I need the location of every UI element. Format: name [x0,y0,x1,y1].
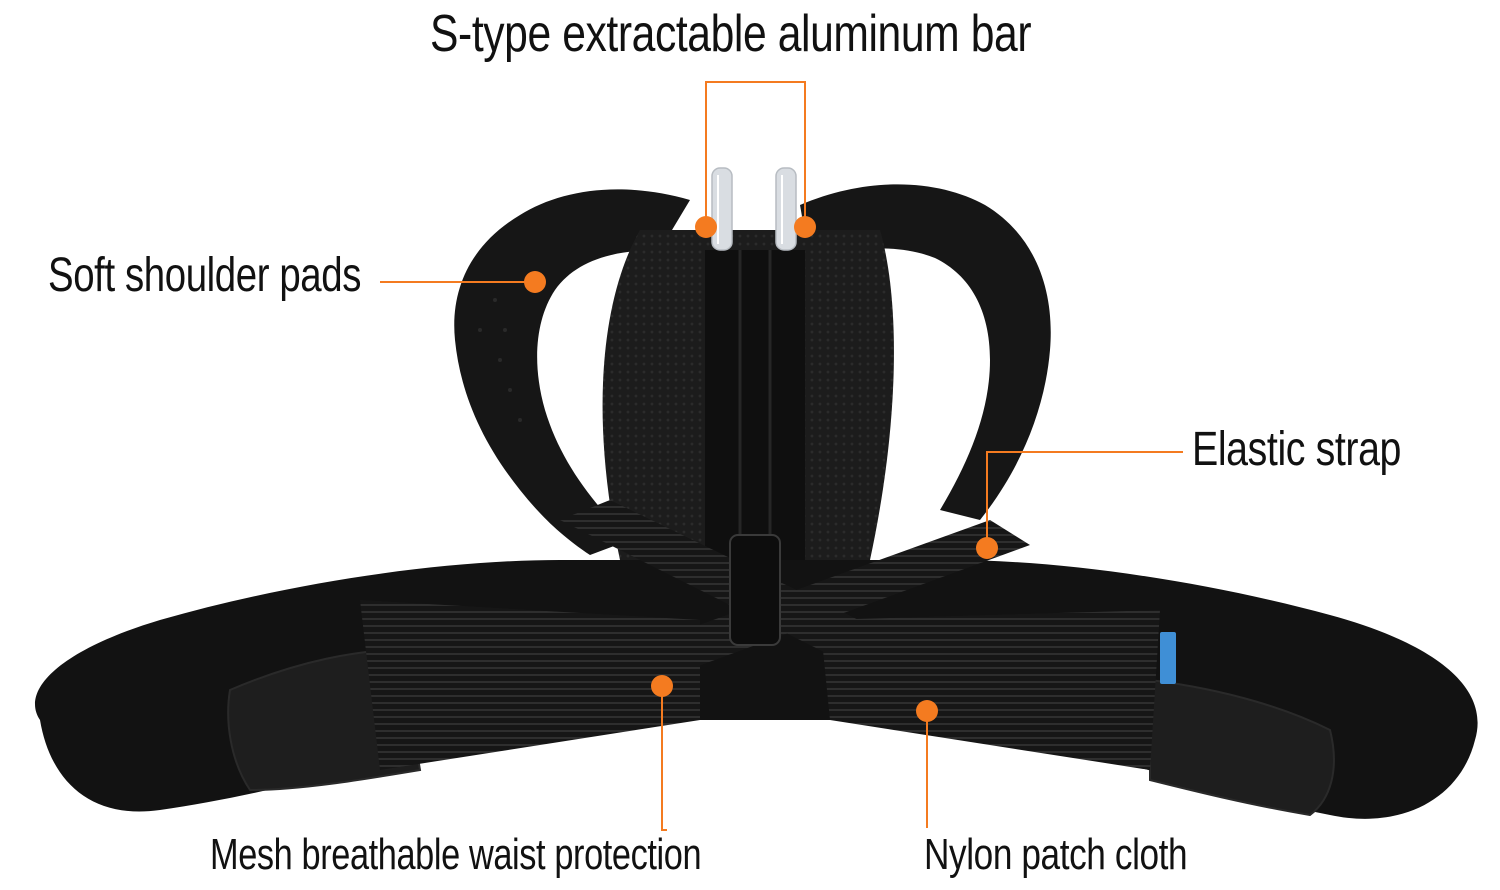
right-velcro-pad [1149,678,1335,817]
dot-mesh-waist [651,675,673,697]
dot-nylon-patch [916,700,938,722]
left-shoulder-strap [454,189,690,556]
dot-elastic-strap [976,537,998,559]
dot-aluminum-bar-left [695,216,717,238]
callout-dots [524,216,998,722]
label-mesh-waist: Mesh breathable waist protection [210,830,702,879]
label-elastic-strap: Elastic strap [1192,423,1402,476]
brand-tag [1160,632,1176,684]
right-elastic-band [820,610,1160,770]
dot-aluminum-bar-right [794,216,816,238]
label-shoulder-pads: Soft shoulder pads [48,249,362,302]
shoulder-pad-perforations [478,298,522,422]
label-nylon-patch: Nylon patch cloth [924,830,1188,879]
center-buckle-strap [729,534,781,646]
left-elastic-band [360,600,700,770]
callout-lines [380,81,1183,831]
right-shoulder-strap [800,184,1051,520]
aluminum-bars [711,167,797,251]
label-aluminum-bar: S-type extractable aluminum bar [430,5,1032,63]
dot-shoulder-pads [524,271,546,293]
